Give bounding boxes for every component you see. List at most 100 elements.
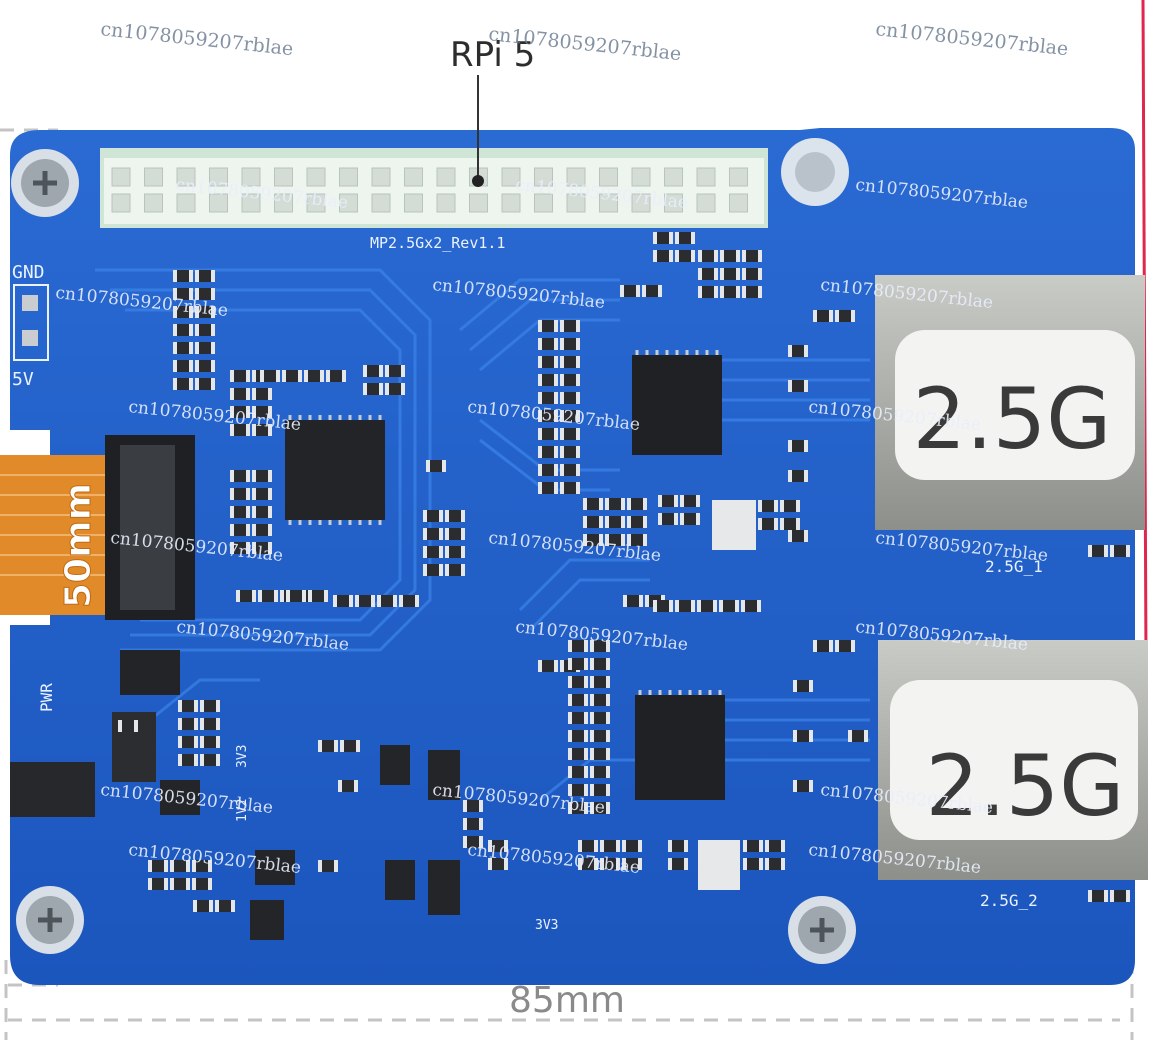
- header-pin: [501, 167, 521, 187]
- header-pin: [696, 193, 716, 213]
- smd-part: [173, 306, 193, 318]
- smd-part: [258, 590, 278, 602]
- smd-part: [560, 338, 580, 350]
- pwr-label: PWR: [37, 683, 56, 712]
- header-pin: [436, 193, 456, 213]
- smd-part: [758, 500, 778, 512]
- smd-part: [538, 482, 558, 494]
- header-pin: [339, 193, 358, 213]
- smd-part: [538, 410, 558, 422]
- port-2-silk-label: 2.5G_2: [980, 891, 1038, 910]
- chip-pins: [288, 350, 722, 695]
- 3v3-label-b: 3V3: [535, 918, 558, 933]
- header-pin: [306, 193, 326, 213]
- smd-part: [813, 640, 833, 652]
- header-pin: [599, 193, 618, 213]
- smd-part: [423, 546, 443, 558]
- rj45-port-1: [875, 275, 1145, 530]
- header-pin: [111, 167, 131, 187]
- smd-part: [193, 900, 213, 912]
- smd-part: [568, 676, 588, 688]
- smd-part: [252, 524, 272, 536]
- smd-part: [445, 546, 465, 558]
- smd-part: [230, 470, 250, 482]
- header-pin: [274, 193, 293, 213]
- smd-part: [568, 784, 588, 796]
- smd-part: [765, 858, 785, 870]
- header-pin: [371, 193, 391, 213]
- header-pin: [209, 167, 228, 187]
- diode-1: [120, 650, 180, 695]
- watermark: cn1078059207rblae: [99, 18, 294, 60]
- smd-part: [173, 324, 193, 336]
- header-pin: [209, 193, 228, 213]
- smd-part: [560, 446, 580, 458]
- smd-part: [590, 784, 610, 796]
- smd-part: [560, 410, 580, 422]
- smd-part: [538, 660, 558, 672]
- smd-part: [423, 564, 443, 576]
- power-pads: [13, 284, 49, 361]
- smd-part: [488, 858, 508, 870]
- screw-bottom-right: [788, 896, 856, 964]
- smd-part: [252, 470, 272, 482]
- smd-part: [195, 342, 215, 354]
- smd-part: [318, 740, 338, 752]
- smd-part: [720, 286, 740, 298]
- smd-part: [304, 370, 324, 382]
- header-pin: [534, 167, 553, 187]
- smd-part: [623, 595, 643, 607]
- smd-part: [698, 250, 718, 262]
- smd-part: [568, 766, 588, 778]
- smd-part: [282, 370, 302, 382]
- smd-part: [793, 680, 813, 692]
- smd-part: [793, 730, 813, 742]
- smd-part: [698, 286, 718, 298]
- smd-part: [788, 530, 808, 542]
- header-pin: [371, 167, 391, 187]
- smd-part: [675, 232, 695, 244]
- smd-part: [488, 840, 508, 852]
- gnd-label: GND: [12, 262, 45, 283]
- header-pin: [631, 167, 651, 187]
- smd-part: [627, 498, 647, 510]
- screw-bottom-left: [16, 886, 84, 954]
- smd-part: [173, 378, 193, 390]
- diode-2: [10, 762, 95, 817]
- smd-part: [658, 495, 678, 507]
- smd-part: [675, 600, 695, 612]
- smd-part: [230, 524, 250, 536]
- smd-part: [252, 388, 272, 400]
- smd-part: [173, 288, 193, 300]
- smd-part: [560, 320, 580, 332]
- rj45-port-2: [878, 640, 1148, 880]
- smd-part: [653, 232, 673, 244]
- crystal-1: [712, 500, 756, 550]
- smd-part: [627, 534, 647, 546]
- smd-part: [590, 640, 610, 652]
- smd-part: [445, 528, 465, 540]
- smd-part: [252, 488, 272, 500]
- smd-part: [590, 730, 610, 742]
- smd-part: [173, 360, 193, 372]
- crystal-2: [698, 840, 740, 890]
- smd-part: [568, 712, 588, 724]
- smd-part: [338, 780, 358, 792]
- smd-part: [230, 424, 250, 436]
- smd-part: [195, 306, 215, 318]
- smd-part: [658, 513, 678, 525]
- regulators: [160, 745, 460, 940]
- smd-part: [742, 268, 762, 280]
- smd-part: [363, 365, 383, 377]
- smd-part: [195, 324, 215, 336]
- board-revision-label: MP2.5Gx2_Rev1.1: [370, 234, 505, 252]
- smd-part: [720, 268, 740, 280]
- pcb-traces: [95, 268, 870, 802]
- header-pin: [469, 193, 488, 213]
- smd-part: [600, 840, 620, 852]
- smd-part: [1088, 890, 1108, 902]
- smd-part: [399, 595, 419, 607]
- smd-part: [560, 464, 580, 476]
- smd-part: [653, 250, 673, 262]
- port-1-silk-label: 2.5G_1: [985, 557, 1043, 576]
